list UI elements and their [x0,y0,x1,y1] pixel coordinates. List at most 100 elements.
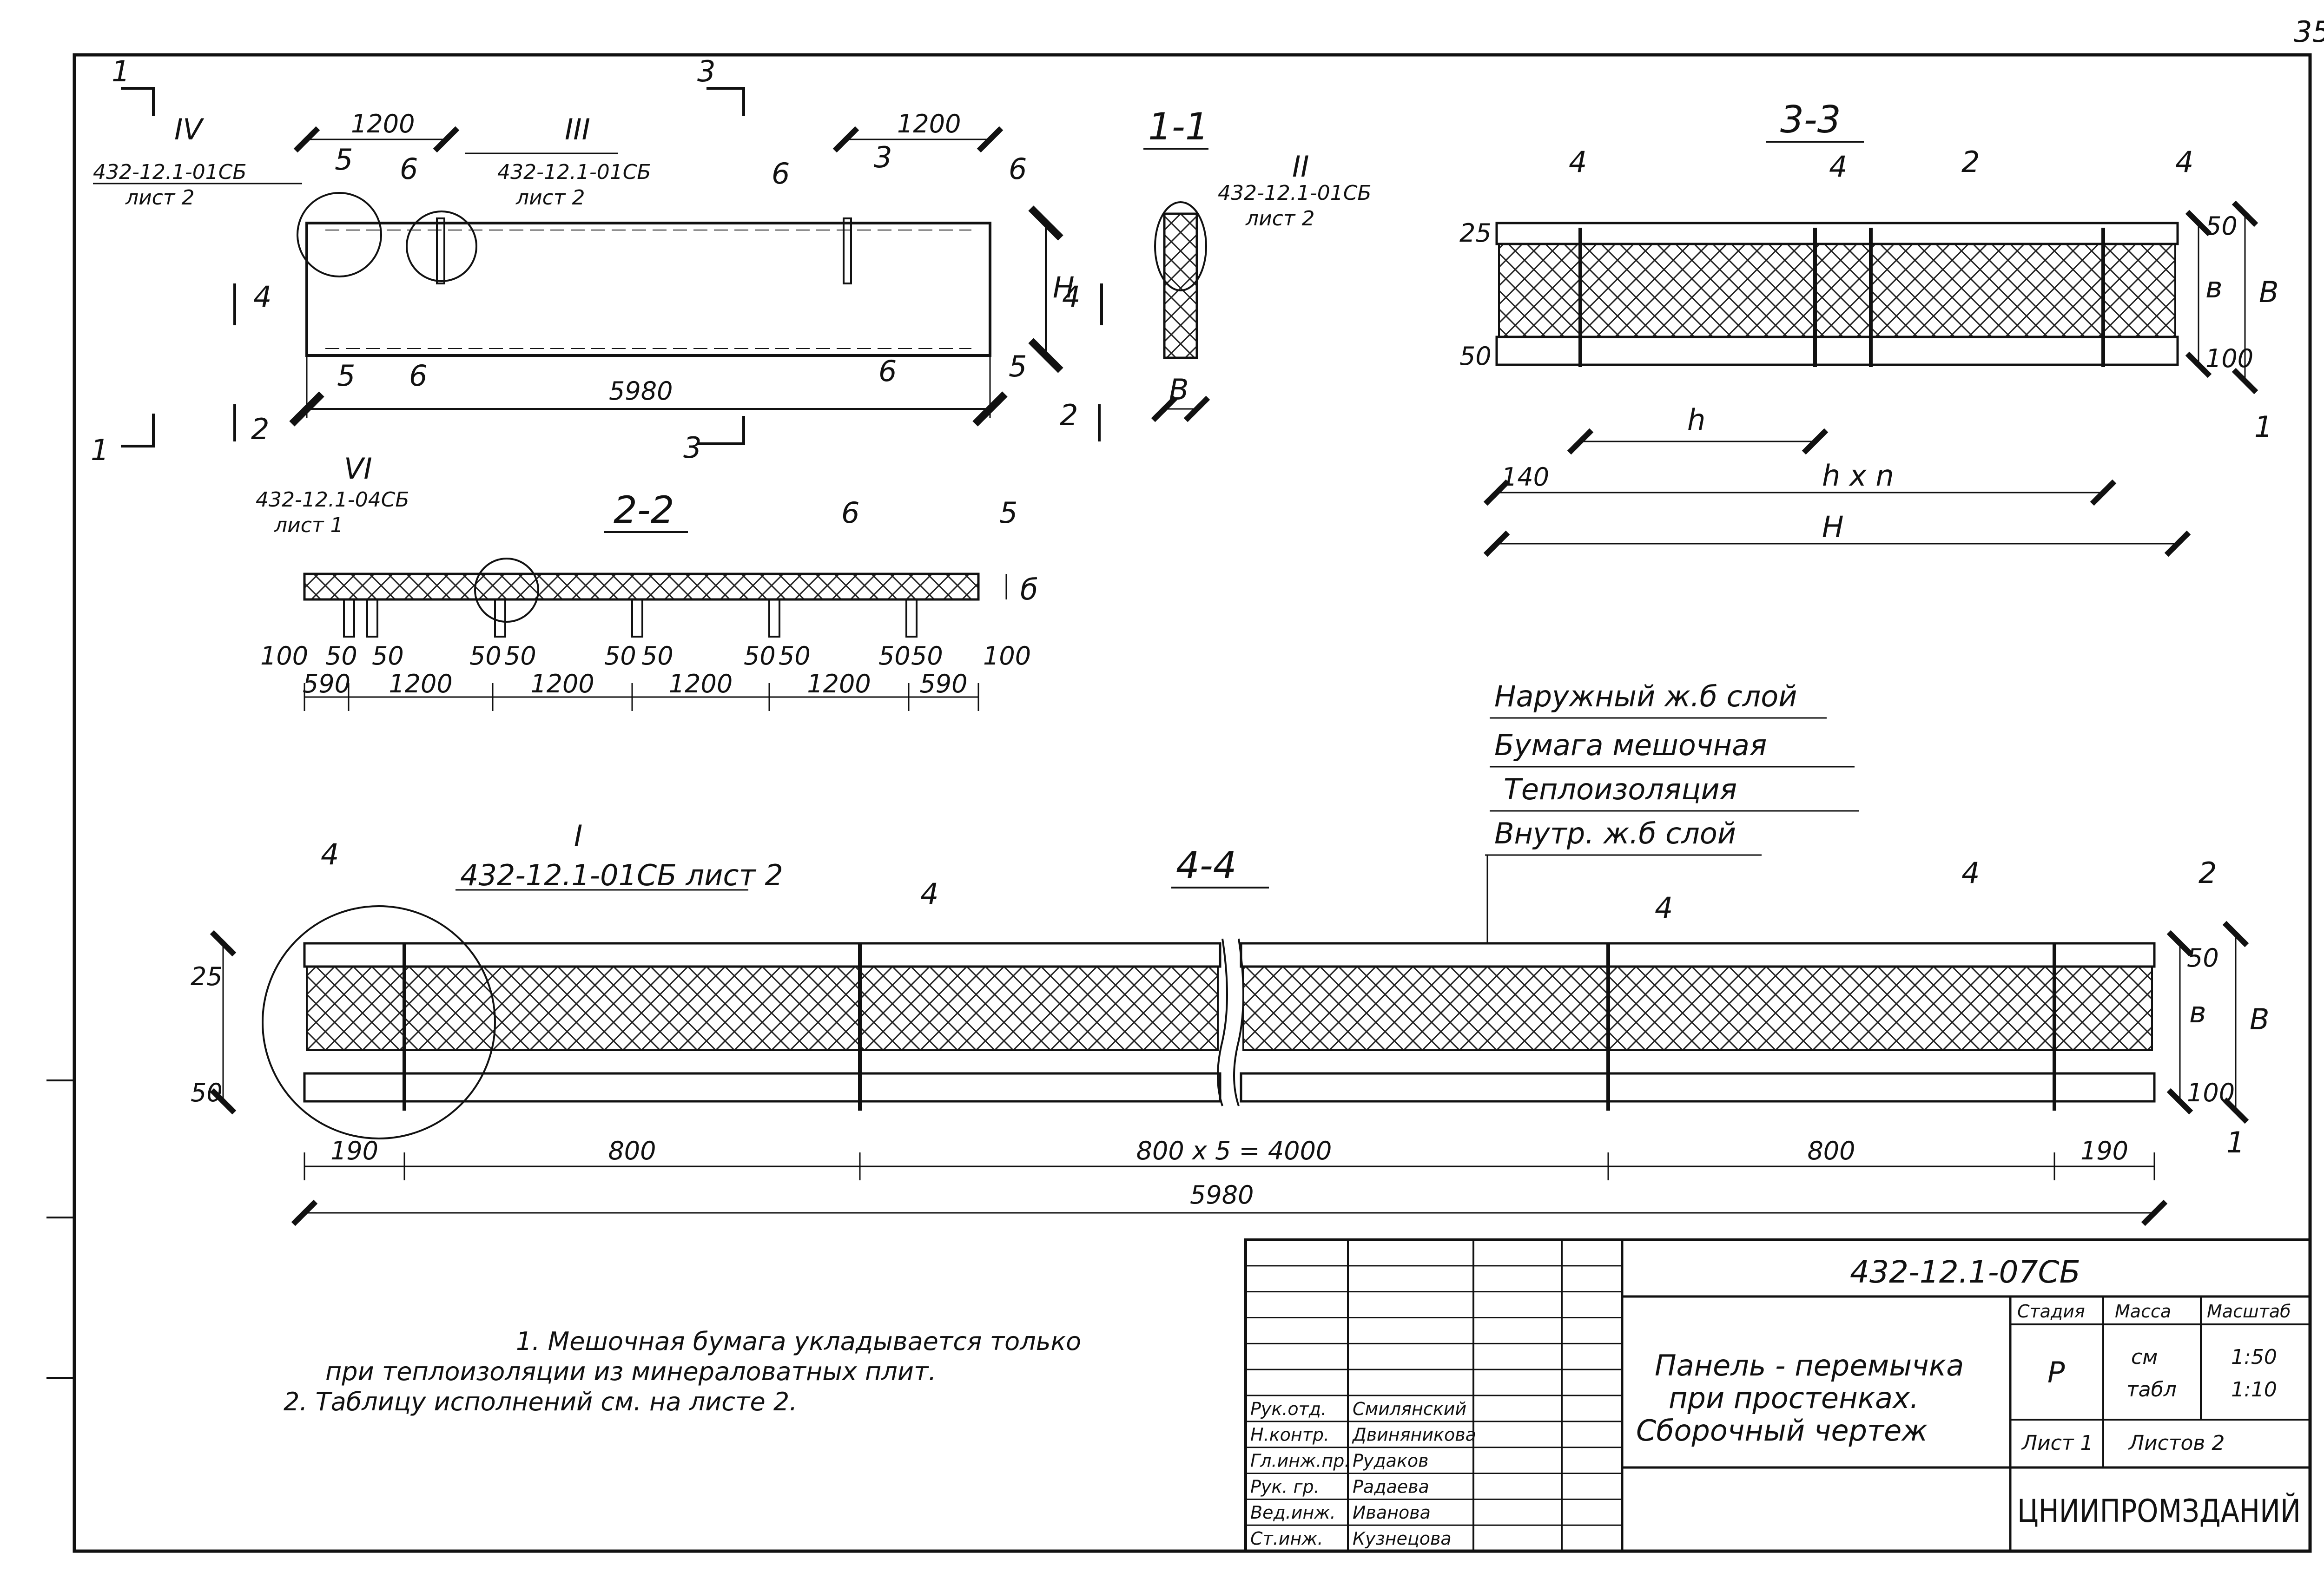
section-3-3-dim-left: 50 [1459,342,1492,371]
tb-header-stage: Стадия [2017,1301,2085,1322]
callout-circle-II [1154,201,1207,291]
section-3-3-dim-right: 100 [2205,344,2253,373]
section-4-4-pos: 4 [1961,856,1980,890]
small-dim: 50 [469,641,502,671]
small-dim: 50 [372,641,404,671]
spacer [905,599,918,638]
section-mark-4: 4 [253,280,271,314]
tb-mass: табл [2126,1378,2177,1402]
section-mark-2: 2 [251,412,269,446]
tb-name: Двиняникова [1352,1425,1476,1445]
section-4-4-pos: 1 [2226,1125,2245,1159]
small-dim: 50 [878,641,911,671]
doc-code: 432-12.1-07СБ [1850,1254,2080,1290]
section-4-4-pos: 2 [2199,856,2217,890]
notes: 1. Мешочная бумага укладывается только п… [284,1327,1081,1416]
section-4-4-pos: 4 [1655,891,1673,925]
plan-dim-length: 5980 [609,376,673,406]
callout-IV-roman: IV [174,112,205,146]
tb-role: Рук.отд. [1250,1399,1327,1419]
note-line: 1. Мешочная бумага укладывается только [516,1327,1081,1356]
section-mark-4: 4 [1062,280,1080,314]
callout-IV-sheet: лист 2 [125,186,195,210]
small-dim: 50 [744,641,776,671]
note-line: при теплоизоляции из минераловатных плит… [325,1357,937,1386]
tb-name: Иванова [1353,1502,1431,1523]
span-dim: 1200 [807,669,871,698]
legend-item: Внутр. ж.б слой [1494,816,1736,850]
span-dim: 590 [919,669,967,698]
section-1-1-title: 1-1 [1148,105,1209,148]
section-mark-2: 2 [1060,398,1078,432]
section-3-3-title: 3-3 [1780,98,1841,141]
callout-circle-I [262,905,496,1139]
page-number: 35 [2294,15,2324,49]
plan-outline [305,222,991,357]
sheet-frame [73,53,2312,1553]
section-1-1-dim-b: В [1169,373,1189,407]
tb-sheet: Лист 1 [2021,1431,2093,1455]
plan-dim-height: H [1053,270,1075,304]
callout-VI-roman: VI [344,452,372,486]
tb-sheets: Листов 2 [2128,1431,2225,1455]
callout-III-sheet: лист 2 [515,186,585,210]
spacer [768,599,780,638]
tb-role: Н.контр. [1250,1425,1329,1445]
tb-scale: 1:10 [2231,1378,2277,1402]
spacer [343,599,355,638]
callout-II-ref: 432-12.1-01СБ [1218,181,1372,205]
layer-legend: Наружный ж.б слой Бумага мешочная Теплои… [1485,679,1859,943]
section-3-3-dim-140: 140 [1501,462,1549,492]
span-dim: 1200 [669,669,733,698]
callout-II-roman: II [1292,150,1309,184]
small-dim: 50 [604,641,636,671]
tb-stage: Р [2047,1356,2065,1389]
inner-layer [1495,336,2179,366]
section-2-2-pos: 6 [841,496,859,530]
plan-pos: 6 [878,354,897,388]
note-line: 2. Таблицу исполнений см. на листе 2. [284,1387,797,1416]
tb-scale: 1:50 [2231,1345,2277,1369]
tb-mass: см [2131,1345,2158,1369]
tb-role: Вед.инж. [1250,1502,1336,1523]
plan-pos: 6 [400,152,418,186]
legend-item: Наружный ж.б слой [1494,679,1797,713]
small-dim: 50 [504,641,536,671]
section-3-3-dim-H: H [1822,510,1844,544]
doc-title-line: Сборочный чертеж [1636,1414,1928,1448]
section-3-3-dim-hxn: h x n [1822,459,1894,493]
tb-name: Рудаков [1353,1451,1429,1471]
callout-III-ref: 432-12.1-01СБ [497,160,651,184]
section-3-3-dim-left: 25 [1459,218,1492,248]
section-mark-1: 1 [91,433,109,467]
section-3-3-pos: 2 [1961,145,1980,179]
tb-role: Рук. гр. [1250,1476,1320,1497]
span-dim: 800 x 5 = 4000 [1136,1136,1332,1165]
section-3-3-pos: 1 [2254,410,2272,444]
small-dim: 50 [325,641,357,671]
plan-pos: 5 [337,359,355,393]
section-mark-1: 1 [112,54,130,88]
section-3-3-dim-right: 50 [2205,211,2238,241]
section-4-4: 4-4 I 432-12.1-01СБ лист 2 4 4 4 4 2 1 2… [191,819,2270,1226]
plan-dim-1200-left: 1200 [351,109,415,138]
plan-pos: 3 [874,140,892,174]
section-4-4-dim-left: 50 [191,1078,223,1107]
section-3-3-dim-right: В [2259,275,2279,309]
small-dim: 50 [641,641,673,671]
plan-pos: 5 [1009,349,1027,383]
section-3-3-pos: 4 [1569,145,1587,179]
section-1-1: 1-1 II 432-12.1-01СБ лист 2 В [1143,105,1372,422]
section-4-4-title: 4-4 [1176,844,1237,887]
plan-pos: 6 [1009,152,1027,186]
callout-III-roman: III [565,112,590,146]
section-4-4-total: 5980 [1190,1180,1254,1210]
section-3-3-dim-right: в [2205,270,2223,304]
callout-circle-III [406,211,477,282]
section-3-3-pos: 4 [1829,150,1847,184]
section-4-4-dim-right: в [2189,995,2206,1029]
tb-role: Гл.инж.пр. [1250,1451,1350,1471]
title-block: Рук.отд.СмилянскийН.контр.ДвиняниковаГл.… [1244,1238,2311,1553]
spacer [494,599,506,638]
